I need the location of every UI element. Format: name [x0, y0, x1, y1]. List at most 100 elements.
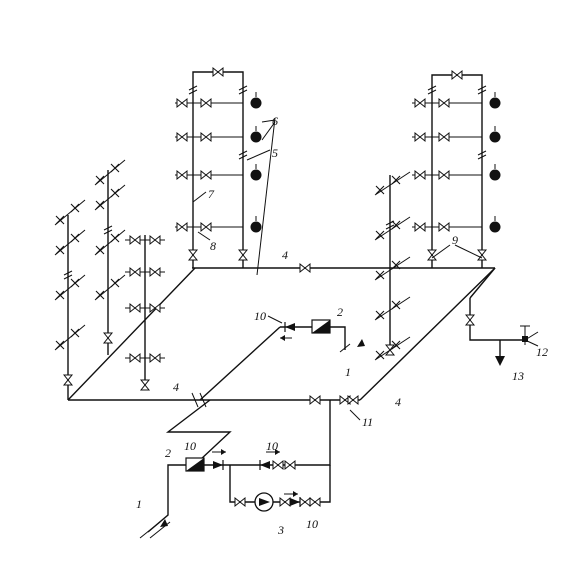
gate-valve-icon — [200, 169, 212, 181]
gate-valve-icon — [149, 352, 161, 364]
gate-valve-icon — [384, 344, 396, 356]
inlet-pump-assembly — [139, 399, 331, 539]
label-5: 5 — [272, 146, 278, 160]
gate-valve-icon — [129, 352, 141, 364]
water-meter-fill — [186, 458, 204, 471]
gate-valve-icon — [347, 394, 359, 406]
drain-arrow — [495, 356, 505, 366]
draw-off-tap-icon — [391, 260, 401, 270]
leader-line-7 — [192, 191, 207, 203]
flow-arrow-head — [280, 335, 285, 341]
gate-valve-icon — [187, 249, 199, 261]
flow-arrow-head — [275, 449, 280, 455]
draw-off-tap-icon — [391, 300, 401, 310]
gate-valve-icon — [476, 249, 488, 261]
draw-off-tap-icon — [110, 233, 120, 243]
gate-valve-icon — [176, 169, 188, 181]
draw-off-tap-icon — [375, 310, 385, 320]
gate-valve-icon — [200, 97, 212, 109]
flush-tank-icon — [250, 169, 262, 181]
hose-fitting-icon — [520, 325, 539, 347]
gate-valve-icon — [438, 131, 450, 143]
draw-off-tap-icon — [70, 203, 80, 213]
gate-valve-icon — [438, 221, 450, 233]
gate-valve-icon — [149, 234, 161, 246]
draw-off-tap-icon — [95, 175, 105, 185]
draw-off-tap-icon — [110, 163, 120, 173]
gate-valve-icon — [62, 374, 74, 386]
gate-valve-icon — [234, 496, 246, 508]
gate-valve-icon — [176, 131, 188, 143]
label-10: 10 — [266, 439, 278, 453]
label-10: 10 — [306, 517, 318, 531]
flush-tank-icon — [489, 131, 501, 143]
gate-valve-icon — [414, 169, 426, 181]
label-10: 10 — [184, 439, 196, 453]
draw-off-tap-icon — [70, 328, 80, 338]
gate-valve-icon — [129, 266, 141, 278]
gate-valve-icon — [149, 302, 161, 314]
label-4: 4 — [173, 380, 179, 394]
label-10: 10 — [254, 309, 266, 323]
gate-valve-icon — [129, 302, 141, 314]
label-12: 12 — [536, 345, 548, 359]
gate-valve-icon — [309, 394, 321, 406]
leader-line-9 — [431, 244, 483, 259]
gate-valve-icon — [426, 249, 438, 261]
gate-valve-icon — [237, 249, 249, 261]
leader-line-5 — [246, 149, 271, 161]
leader-line-11 — [349, 409, 361, 421]
secondary-inlet — [280, 326, 351, 353]
draw-off-tap-icon — [55, 290, 65, 300]
inlet-arrow — [160, 519, 168, 527]
check-valve-icon — [290, 498, 300, 506]
pump-arrow — [259, 498, 270, 506]
draw-off-tap-icon — [391, 220, 401, 230]
label-13: 13 — [512, 369, 524, 383]
draw-off-tap-icon — [375, 270, 385, 280]
gate-valve-icon — [299, 262, 311, 274]
flush-tank-icon — [489, 97, 501, 109]
gate-valve-icon — [309, 496, 321, 508]
draw-off-tap-icon — [110, 188, 120, 198]
gate-valve-icon — [438, 169, 450, 181]
flow-arrow-head — [293, 491, 298, 497]
draw-off-tap-icon — [391, 175, 401, 185]
label-7: 7 — [208, 187, 215, 201]
gate-valve-icon — [414, 221, 426, 233]
draw-off-tap-icon — [375, 185, 385, 195]
draw-off-tap-icon — [55, 245, 65, 255]
distribution-loop — [67, 267, 525, 408]
draw-off-tap-icon — [70, 278, 80, 288]
draw-off-tap-icon — [375, 230, 385, 240]
label-1: 1 — [345, 365, 351, 379]
gate-valve-icon — [176, 97, 188, 109]
label-11: 11 — [362, 415, 373, 429]
label-2: 2 — [337, 305, 343, 319]
label-3: 3 — [277, 523, 284, 537]
gate-valve-icon — [129, 234, 141, 246]
riser-group-left — [54, 159, 165, 400]
label-8: 8 — [210, 239, 216, 253]
draw-off-tap-icon — [95, 200, 105, 210]
gate-valve-icon — [464, 314, 476, 326]
leader-line-6b — [261, 119, 276, 141]
label-9: 9 — [452, 233, 458, 247]
draw-off-tap-icon — [55, 340, 65, 350]
gate-valve-icon — [200, 131, 212, 143]
gate-valve-icon — [212, 66, 224, 78]
water-meter-fill — [312, 320, 330, 333]
gate-valve-icon — [272, 459, 284, 471]
gate-valve-icon — [176, 221, 188, 233]
gate-valve-icon — [102, 332, 114, 344]
leader-line-6 — [256, 117, 276, 276]
draw-off-tap-icon — [391, 340, 401, 350]
label-4: 4 — [395, 395, 401, 409]
check-valve-icon — [260, 461, 270, 469]
draw-off-tap-icon — [95, 245, 105, 255]
gate-valve-icon — [149, 266, 161, 278]
gate-valve-icon — [200, 221, 212, 233]
draw-off-tap-icon — [110, 278, 120, 288]
tap-symbols — [55, 92, 501, 360]
